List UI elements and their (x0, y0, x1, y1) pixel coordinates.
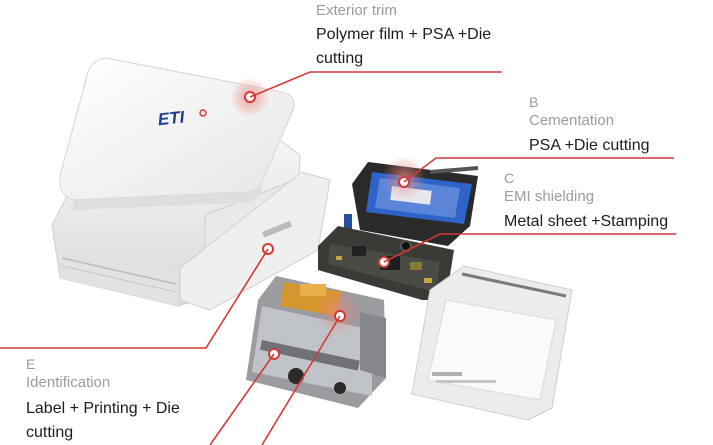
label-c-category: EMI shielding (504, 188, 595, 205)
label-b-category: Cementation (529, 112, 615, 129)
label-c-letter: C (504, 170, 515, 186)
label-e-category: Identification (26, 374, 111, 391)
label-c-process-1: Metal sheet +Stamping (504, 213, 669, 230)
label-b-letter: B (529, 94, 539, 110)
label-e-process-2: cutting (26, 424, 74, 441)
leader-lines (0, 71, 676, 445)
paper-tray (411, 265, 573, 421)
label-a-process-2: cutting (316, 50, 364, 67)
print-mechanism (246, 276, 386, 408)
device-logo: ETI (157, 107, 187, 129)
label-e-process-1: Label + Printing + Die (26, 400, 180, 417)
label-a-process-1: Polymer film + PSA +Die (316, 26, 492, 43)
label-a-category: Exterior trim (316, 2, 397, 19)
label-b-process-1: PSA +Die cutting (529, 137, 650, 154)
label-e-letter: E (26, 356, 36, 372)
